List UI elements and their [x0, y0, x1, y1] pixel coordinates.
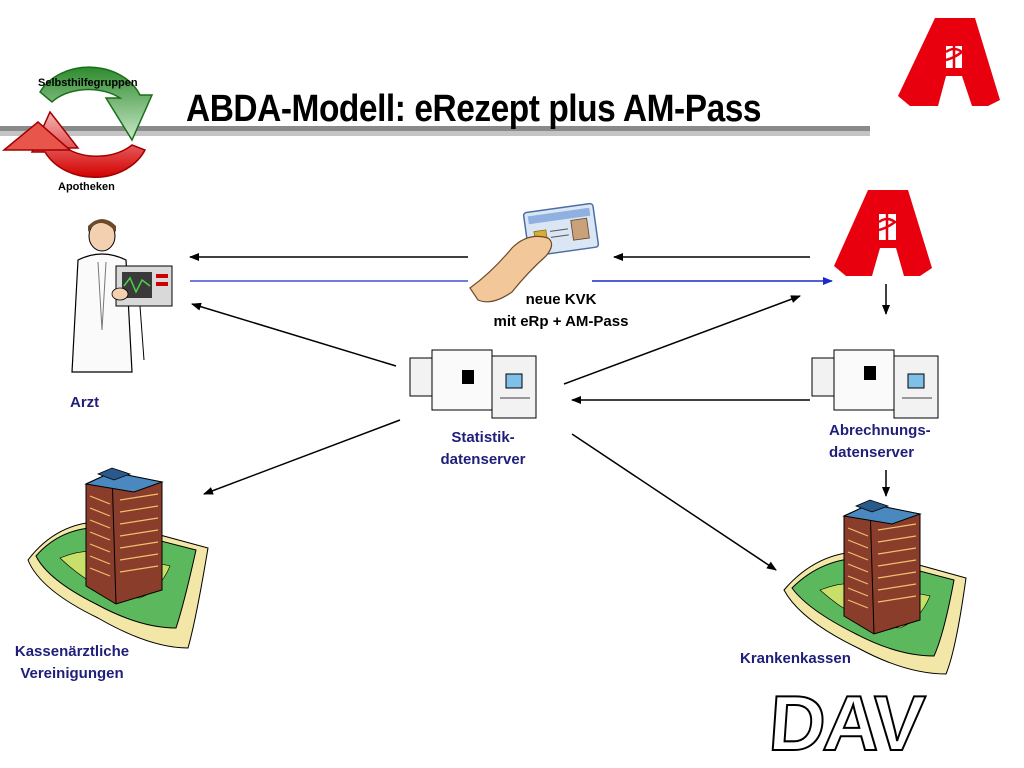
- label-abrechnung-line1: Abrechnungs-: [829, 422, 931, 439]
- statistik-server-icon: [409, 349, 537, 419]
- page-title: ABDA-Modell: eRezept plus AM-Pass: [186, 88, 762, 130]
- kvk-card-icon: [469, 202, 600, 303]
- label-kv-line2: Vereinigungen: [20, 665, 124, 682]
- label-statistik-line1: Statistik-: [451, 429, 515, 446]
- apotheke-logo-icon: [898, 18, 1000, 106]
- label-statistik-line2: datenserver: [440, 451, 526, 468]
- label-abrechnung-line2: datenserver: [829, 444, 915, 461]
- label-kvk-line1: neue KVK: [525, 291, 597, 308]
- abrechnung-server-icon: [811, 349, 939, 419]
- label-kvk: neue KVK mit eRp + AM-Pass: [466, 289, 656, 333]
- label-kvk-line2: mit eRp + AM-Pass: [493, 313, 629, 330]
- arrow-statistik-to-arzt: [191, 302, 397, 367]
- green-cycle-arrow: [39, 66, 154, 142]
- apotheke-icon: [834, 190, 932, 276]
- doctor-icon: [71, 219, 173, 373]
- arrow-statistik-to-apotheke: [563, 295, 801, 385]
- title-underline: [0, 126, 870, 136]
- red-cycle-arrow: [30, 110, 147, 179]
- label-statistik-server: Statistik- datenserver: [418, 427, 548, 471]
- arrow-statistik-to-kv: [203, 419, 401, 495]
- dav-logo: DAV: [765, 678, 928, 768]
- kv-building-icon: [27, 467, 209, 649]
- label-krankenkassen: Krankenkassen: [740, 650, 851, 667]
- arrows: [189, 253, 890, 571]
- arrow-statistik-to-krankenkassen: [571, 433, 777, 571]
- label-kv: Kassenärztliche Vereinigungen: [4, 641, 140, 685]
- label-arzt: Arzt: [70, 394, 100, 411]
- cycle-logo: [1, 66, 154, 179]
- label-abrechnung-server: Abrechnungs- datenserver: [829, 420, 931, 464]
- krankenkassen-building-icon: [783, 499, 967, 675]
- label-kv-line1: Kassenärztliche: [14, 643, 130, 660]
- cycle-label-selbsthilfegruppen: Selbsthilfegruppen: [38, 77, 138, 89]
- svg-text:DAV: DAV: [766, 679, 927, 767]
- cycle-label-apotheken: Apotheken: [58, 181, 115, 193]
